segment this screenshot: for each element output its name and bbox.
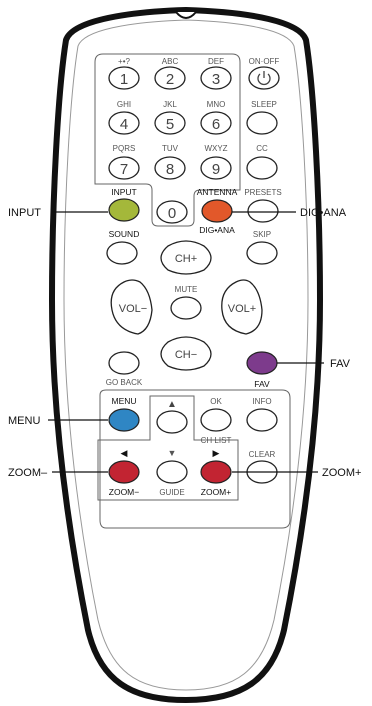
ok-label: OK (210, 397, 222, 406)
ch-minus-button[interactable] (160, 336, 212, 371)
key-9-letters: WXYZ (204, 144, 227, 153)
antenna-label: ANTENNA (197, 187, 238, 197)
ch-plus-button[interactable] (160, 240, 212, 275)
key-0-button[interactable] (156, 200, 188, 224)
key-1-letters: +•? (118, 57, 130, 66)
sound-button[interactable] (106, 241, 138, 265)
key-6-button[interactable] (200, 111, 232, 135)
go-back-label: GO BACK (106, 378, 143, 387)
key-7-letters: PQRS (113, 144, 136, 153)
antenna-button[interactable] (201, 199, 233, 223)
key-4-letters: GHI (117, 100, 131, 109)
right-arrow-icon: ▶ (213, 448, 220, 458)
key-3-letters: DEF (208, 57, 224, 66)
fav-button[interactable] (246, 351, 278, 375)
arrow-group-frame (97, 395, 239, 501)
vol-plus-button[interactable] (221, 279, 263, 335)
lower-group-frame (99, 389, 291, 529)
callout-input: INPUT (8, 207, 41, 219)
ir-emitter (175, 11, 197, 19)
cc-button[interactable] (246, 156, 278, 180)
key-7-button[interactable] (108, 156, 140, 180)
zoom-minus-button[interactable] (108, 460, 140, 484)
mute-label: MUTE (175, 285, 198, 294)
key-0-digit: 0 (168, 205, 176, 222)
input-button[interactable] (108, 198, 140, 222)
key-9-button[interactable] (200, 156, 232, 180)
clear-label: CLEAR (249, 450, 276, 459)
skip-label: SKIP (253, 230, 271, 239)
menu-button[interactable] (108, 408, 140, 432)
key-6-letters: MNO (207, 100, 226, 109)
key-8-button[interactable] (154, 156, 186, 180)
input-label: INPUT (111, 187, 137, 197)
down-button[interactable] (156, 460, 188, 484)
vol-minus-button[interactable] (110, 279, 153, 335)
up-arrow-icon: ▲ (167, 399, 177, 410)
key-1-button[interactable] (108, 66, 140, 90)
key-3-button[interactable] (200, 66, 232, 90)
on-off-label: ON·OFF (249, 57, 280, 66)
key-8-digit: 8 (166, 161, 174, 178)
callout-zoom-minus: ZOOM– (8, 467, 48, 479)
key-4-button[interactable] (108, 111, 140, 135)
ch-plus-label: CH+ (175, 253, 197, 265)
key-4-digit: 4 (120, 116, 128, 133)
key-6-digit: 6 (212, 116, 220, 133)
zoom-minus-label: ZOOM− (109, 487, 139, 497)
ch-minus-label: CH− (175, 349, 197, 361)
key-9-digit: 9 (212, 161, 220, 178)
callout-fav: FAV (330, 358, 351, 370)
go-back-button[interactable] (108, 351, 140, 375)
key-5-button[interactable] (154, 111, 186, 135)
key-1-digit: 1 (120, 71, 128, 88)
sound-label: SOUND (109, 229, 140, 239)
key-3-digit: 3 (212, 71, 220, 88)
up-button[interactable] (156, 410, 188, 434)
fav-label: FAV (254, 379, 270, 389)
dig-ana-label: DIG•ANA (199, 225, 235, 235)
ok-button[interactable] (200, 408, 232, 432)
key-2-digit: 2 (166, 71, 174, 88)
key-2-letters: ABC (162, 57, 179, 66)
left-arrow-icon: ◀ (121, 448, 128, 458)
info-label: INFO (252, 397, 271, 406)
info-button[interactable] (246, 408, 278, 432)
key-2-button[interactable] (154, 66, 186, 90)
menu-label: MENU (111, 396, 136, 406)
sleep-button[interactable] (246, 111, 278, 135)
vol-plus-label: VOL+ (228, 303, 256, 315)
presets-button[interactable] (247, 199, 279, 223)
down-arrow-icon: ▼ (168, 448, 177, 458)
keypad-group: +•? 1 ABC 2 DEF 3 GHI 4 JKL 5 MNO 6 PQRS… (108, 57, 232, 224)
zoom-plus-label: ZOOM+ (201, 487, 231, 497)
keypad-frame (94, 53, 241, 227)
ch-list-label: CH LIST (201, 436, 232, 445)
power-icon (257, 71, 271, 86)
callout-dig-ana: DIG•ANA (300, 207, 347, 219)
key-8-letters: TUV (162, 144, 179, 153)
presets-label: PRESETS (244, 188, 281, 197)
key-5-letters: JKL (163, 100, 177, 109)
skip-button[interactable] (246, 241, 278, 265)
callout-zoom-plus: ZOOM+ (322, 467, 361, 479)
zoom-plus-button[interactable] (200, 460, 232, 484)
mute-button[interactable] (170, 296, 202, 320)
key-5-digit: 5 (166, 116, 174, 133)
vol-minus-label: VOL− (119, 303, 147, 315)
guide-label: GUIDE (159, 488, 184, 497)
sleep-label: SLEEP (251, 100, 277, 109)
key-7-digit: 7 (120, 161, 128, 178)
callout-menu: MENU (8, 415, 40, 427)
cc-label: CC (256, 144, 268, 153)
